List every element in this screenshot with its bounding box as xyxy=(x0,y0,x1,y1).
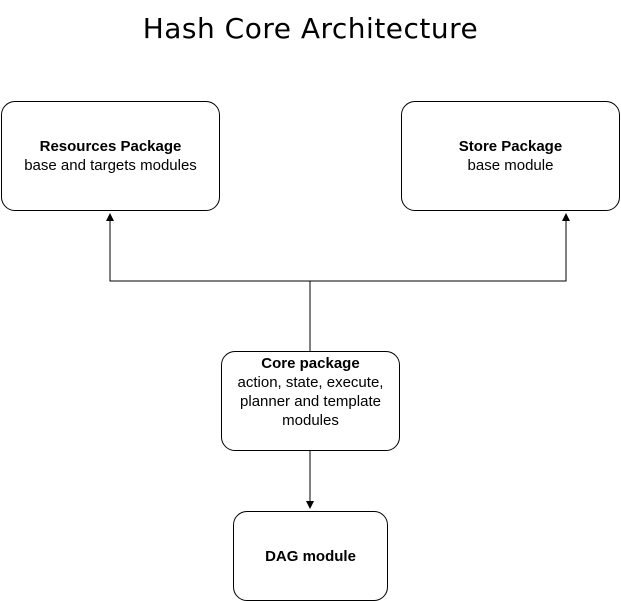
node-dag-module: DAG module xyxy=(233,511,388,601)
node-store-name: Store Package xyxy=(458,138,563,155)
node-dag-name: DAG module xyxy=(265,547,356,565)
node-core-description: action, state, execute, planner and temp… xyxy=(237,374,384,429)
node-store-package: Store Package base module xyxy=(401,101,620,211)
edge-core-to-store xyxy=(310,213,570,282)
edge-core-to-resources xyxy=(106,213,311,351)
node-core-package: Core package action, state, execute, pla… xyxy=(221,351,400,451)
node-store-description: base module xyxy=(467,157,554,174)
node-resources-name: Resources Package xyxy=(39,138,182,155)
node-core-name: Core package xyxy=(261,355,360,372)
node-resources-description: base and targets modules xyxy=(24,157,197,174)
diagram-title: Hash Core Architecture xyxy=(142,12,479,45)
node-resources-package: Resources Package base and targets modul… xyxy=(1,101,220,211)
